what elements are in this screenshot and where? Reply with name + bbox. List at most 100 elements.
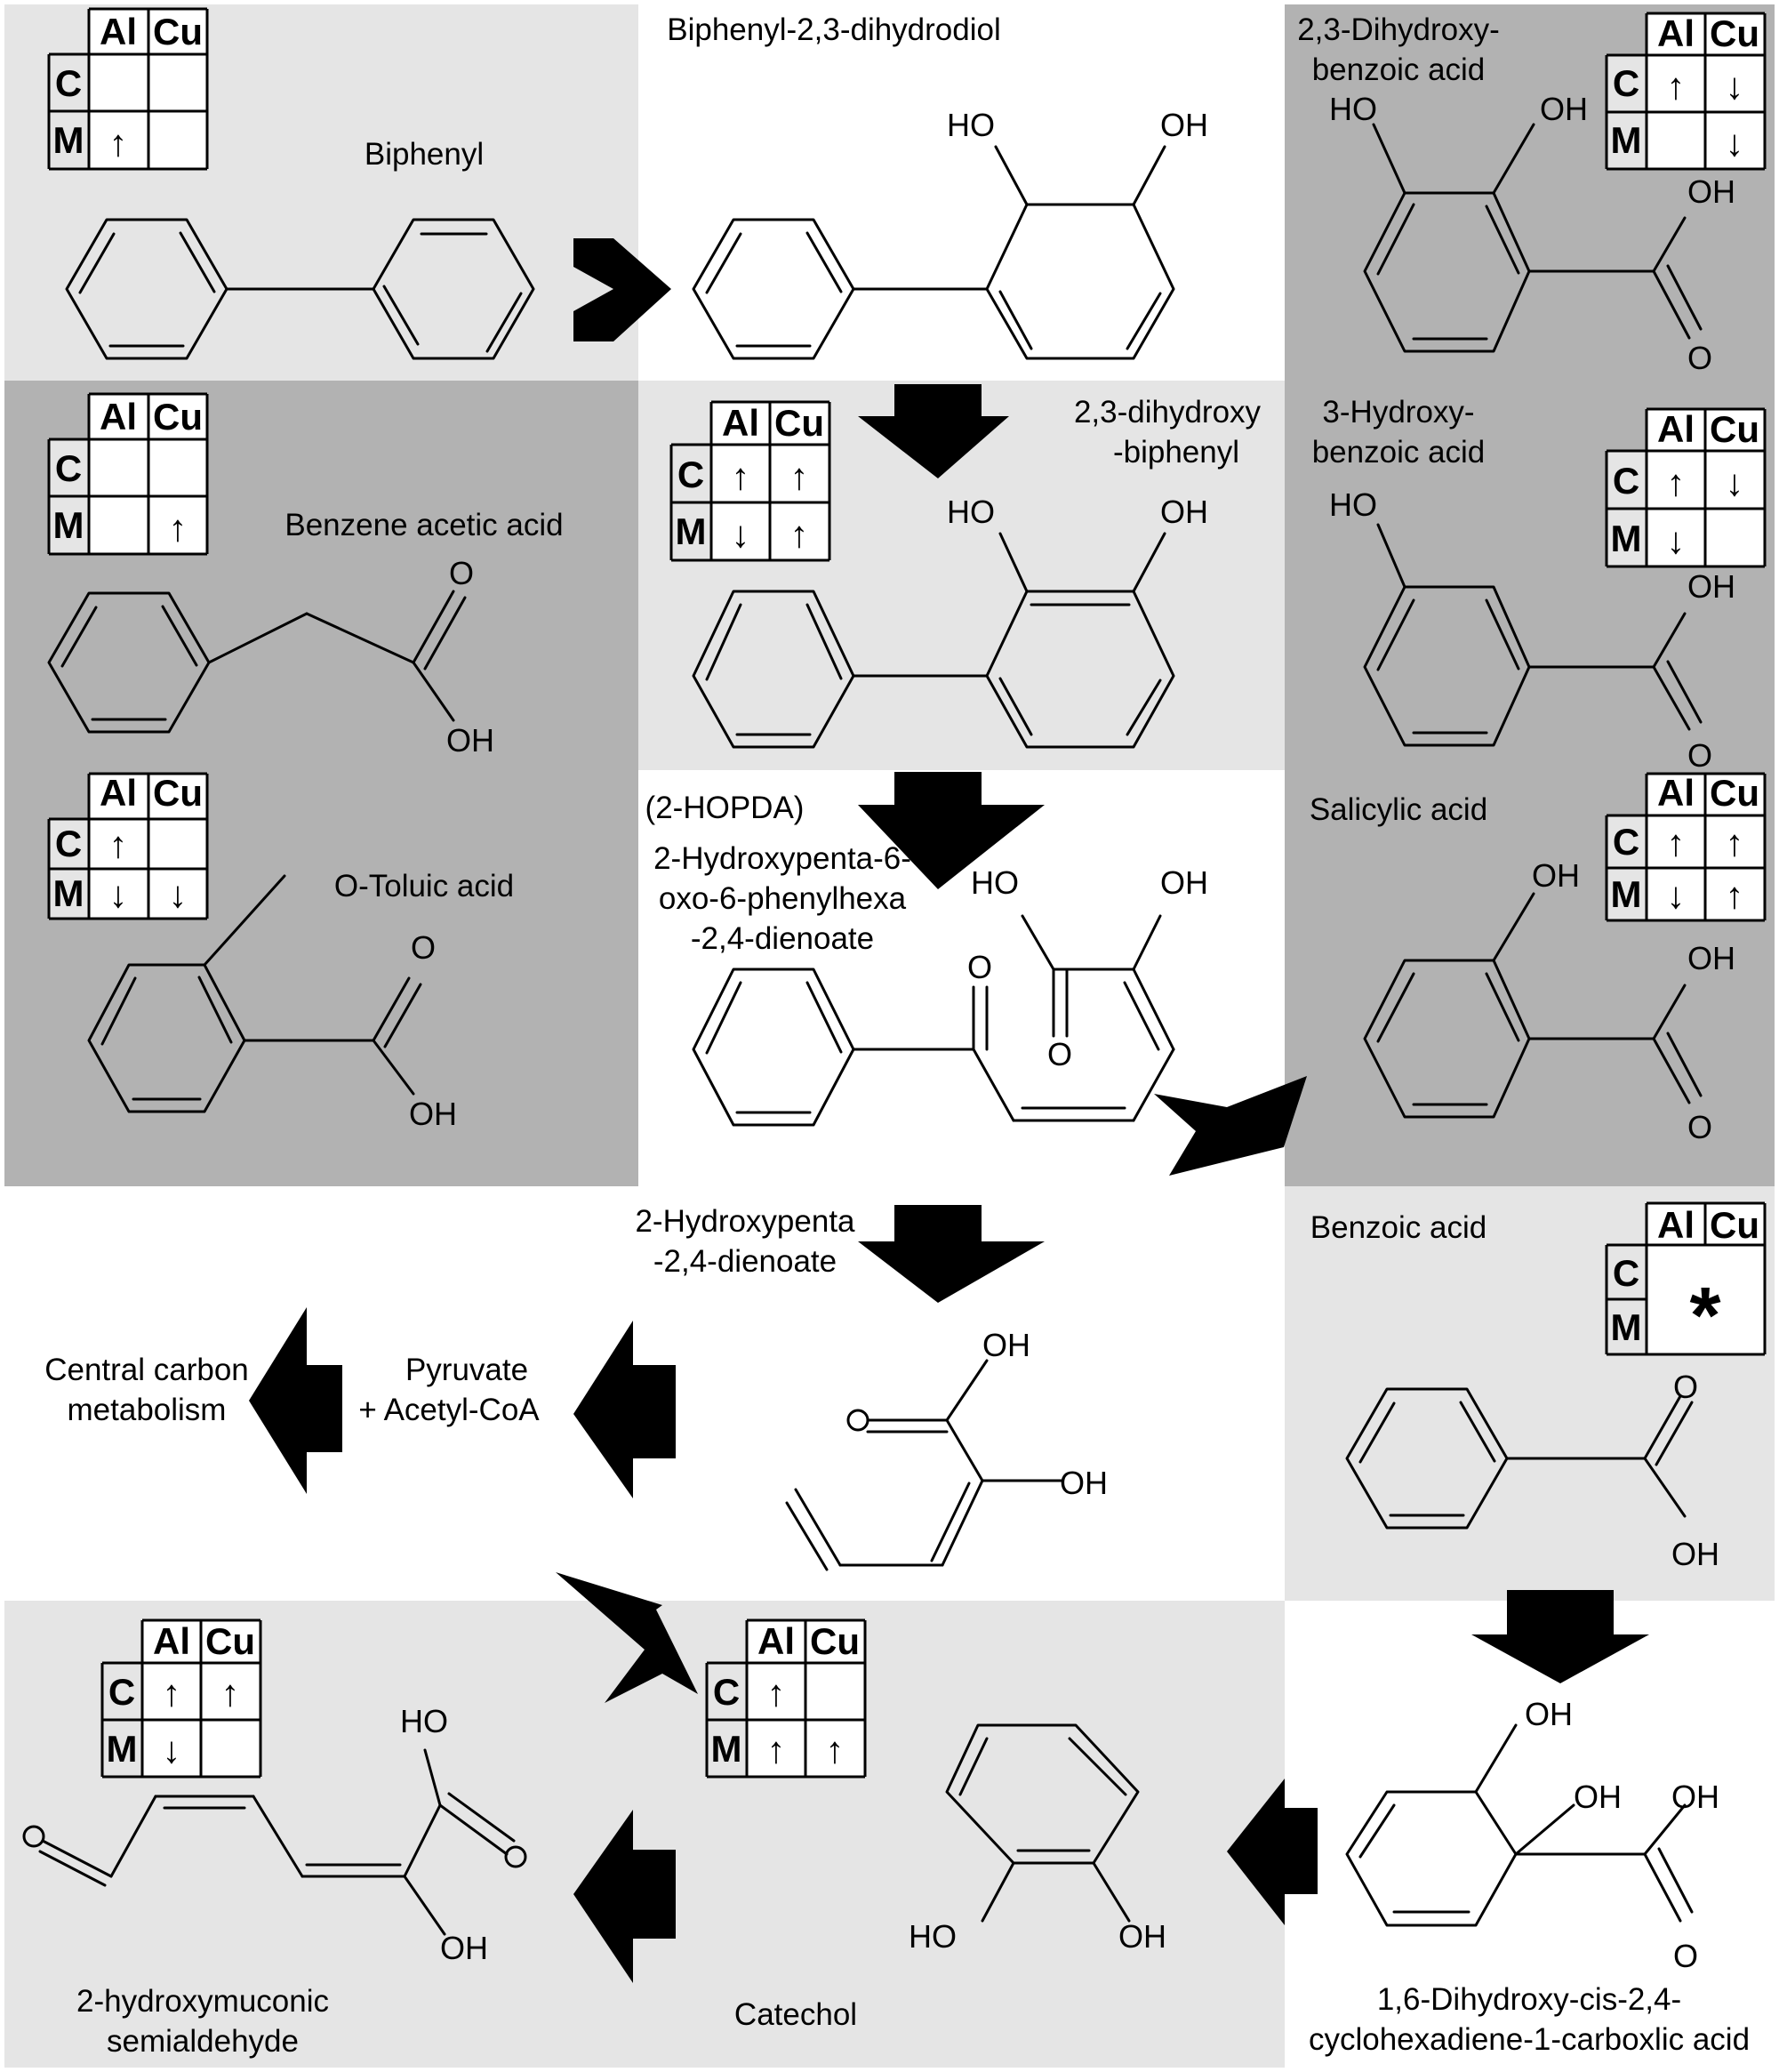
reg-c-al: ↑: [163, 1672, 181, 1714]
atom-oh: OH: [409, 1096, 457, 1132]
reg-m-al: ↓: [163, 1729, 181, 1771]
col-cu-label: Cu: [205, 1620, 255, 1662]
col-cu-label: Cu: [153, 772, 203, 814]
reg-table-hydroxybenzoic: Al Cu C M ↑ ↓ ↓: [1605, 407, 1767, 568]
molecule-biphenyl-dihydrodiol: HO OH: [692, 107, 1208, 360]
molecule-benzoic: O OH: [1345, 1369, 1719, 1572]
arrow-down-benzoic: [1471, 1590, 1649, 1683]
row-m-label: M: [53, 872, 84, 914]
reg-c-cu: ↑: [790, 455, 809, 497]
atom-ho: HO: [947, 107, 995, 143]
reg-c-cu: ↓: [1726, 65, 1744, 107]
row-m-label: M: [1611, 119, 1642, 161]
label-dihydroxybenzoic-1: 2,3-Dihydroxy-: [1297, 12, 1500, 47]
reg-m-cu: ↑: [1726, 874, 1744, 916]
atom-ho: HO: [400, 1703, 448, 1739]
reg-m-al: ↓: [109, 873, 128, 915]
reg-m-cu: ↓: [1726, 122, 1744, 164]
col-al-label: Al: [100, 772, 137, 814]
label-biphenyl-dihydrodiol: Biphenyl-2,3-dihydrodiol: [667, 12, 1001, 47]
atom-o: O: [1047, 1036, 1072, 1072]
col-al-label: Al: [1657, 1204, 1695, 1246]
label-dihydroxybenzoic-2: benzoic acid: [1312, 52, 1486, 87]
arrow-diag-hopda: [1154, 1076, 1307, 1176]
arrow-right-biphenyl: [573, 238, 671, 341]
atom-oh: OH: [1532, 857, 1580, 894]
label-dihydroxybiphenyl-1: 2,3-dihydroxy: [1074, 395, 1262, 430]
reg-m-cu: ↑: [169, 507, 188, 549]
atom-ho: HO: [971, 864, 1019, 901]
arrow-left-pyruvate: [573, 1321, 676, 1498]
label-dihydroxybiphenyl-2: -biphenyl: [1113, 435, 1239, 470]
label-hopda-3: oxo-6-phenylhexa: [659, 881, 907, 916]
atom-oh: OH: [1574, 1779, 1622, 1815]
atom-o: O: [411, 929, 436, 966]
col-al-label: Al: [1657, 772, 1695, 814]
col-cu-label: Cu: [153, 11, 203, 52]
atom-oh: OH: [1160, 864, 1208, 901]
col-cu-label: Cu: [1710, 772, 1759, 814]
col-al-label: Al: [153, 1620, 190, 1662]
label-dihydroxycyclohexadiene-1: 1,6-Dihydroxy-cis-2,4-: [1377, 1982, 1681, 2017]
arrow-down-hopda: [858, 1205, 1045, 1303]
molecule-hms: HO OH: [22, 1703, 527, 1966]
row-c-label: C: [1613, 62, 1639, 104]
col-cu-label: Cu: [1710, 408, 1759, 450]
label-pyruvate-1: Pyruvate: [405, 1353, 528, 1387]
arrow-left-central: [249, 1307, 342, 1494]
row-m-label: M: [711, 1728, 742, 1770]
reg-m-al: ↑: [767, 1729, 786, 1771]
reg-m-al: ↑: [109, 122, 128, 164]
atom-oh: OH: [1160, 494, 1208, 530]
arrow-left-catechol: [573, 1810, 676, 1983]
arrow-diag-catechol: [556, 1572, 698, 1703]
atom-oh: OH: [1525, 1696, 1573, 1732]
molecule-catechol: HO OH: [909, 1723, 1166, 1955]
molecule-benzene-acetic: O OH: [47, 555, 494, 759]
atom-oh: OH: [446, 722, 494, 759]
atom-o: O: [1673, 1938, 1698, 1974]
reg-table-biphenyl: Al Cu C M ↑: [47, 7, 209, 171]
molecule-biphenyl: [65, 218, 535, 360]
arrow-left-dihydroxycyclohexadiene: [1227, 1779, 1318, 1925]
arrow-down-dihydroxybiphenyl: [858, 772, 1045, 889]
atom-ho: HO: [947, 494, 995, 530]
unknown-marker: *: [1689, 1272, 1720, 1361]
atom-oh: OH: [1671, 1779, 1719, 1815]
label-hopda-1: (2-HOPDA): [645, 791, 805, 825]
label-catechol: Catechol: [734, 1997, 857, 2032]
atom-ho: HO: [1329, 91, 1377, 127]
col-al-label: Al: [1657, 408, 1695, 450]
col-al-label: Al: [757, 1620, 795, 1662]
row-c-label: C: [1613, 821, 1639, 863]
reg-table-dihydroxybenzoic: Al Cu C M ↑ ↓ ↓: [1605, 12, 1767, 171]
reg-c-al: ↑: [109, 823, 128, 865]
label-salicylic: Salicylic acid: [1310, 792, 1487, 827]
reg-c-al: ↑: [767, 1672, 786, 1714]
row-m-label: M: [53, 504, 84, 546]
atom-oh: OH: [440, 1930, 488, 1966]
label-toluic: O-Toluic acid: [334, 869, 514, 903]
reg-c-al: ↑: [1667, 65, 1686, 107]
atom-o: O: [1673, 1369, 1698, 1405]
arrow-down-dihydrodiol: [858, 384, 1009, 478]
col-al-label: Al: [1657, 12, 1695, 54]
label-hms-1: 2-hydroxymuconic: [76, 1984, 329, 2019]
atom-o: O: [967, 949, 992, 985]
col-cu-label: Cu: [1710, 12, 1759, 54]
row-m-label: M: [1611, 518, 1642, 559]
atom-o: O: [1687, 737, 1712, 774]
molecule-dihydroxycyclohexadiene: OH OH OH O: [1345, 1696, 1719, 1974]
reg-c-cu: ↑: [221, 1672, 240, 1714]
atom-ho: HO: [1329, 486, 1377, 523]
label-pyruvate-2: + Acetyl-CoA: [358, 1393, 540, 1427]
label-hopda-4: -2,4-dienoate: [691, 921, 874, 956]
row-c-label: C: [1613, 460, 1639, 502]
atom-ho: HO: [909, 1918, 957, 1955]
atom-oh: OH: [1540, 91, 1588, 127]
row-m-label: M: [1611, 1306, 1642, 1348]
reg-table-catechol: Al Cu C M ↑ ↑ ↑: [705, 1618, 867, 1779]
reg-c-cu: ↑: [1726, 822, 1744, 863]
reg-m-al: ↓: [732, 513, 750, 555]
